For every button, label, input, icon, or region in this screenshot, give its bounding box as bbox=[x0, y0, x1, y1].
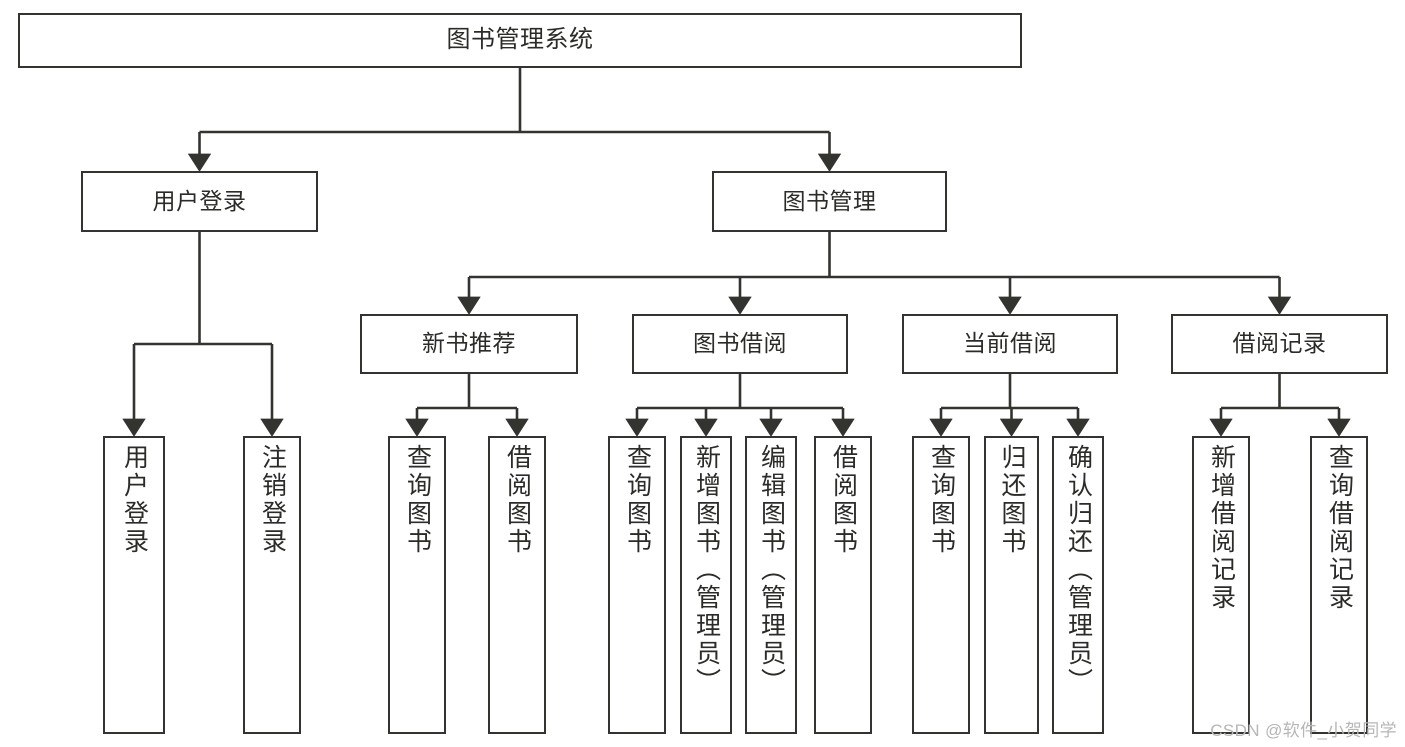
node-leaf-borrow-book-1[interactable]: 借阅图书 bbox=[488, 436, 546, 734]
node-user-login[interactable]: 用户登录 bbox=[81, 171, 318, 232]
node-label: 新书推荐 bbox=[422, 330, 516, 357]
node-leaf-query-borrow-record[interactable]: 查询借阅记录 bbox=[1310, 436, 1368, 734]
node-borrow-record[interactable]: 借阅记录 bbox=[1171, 314, 1388, 374]
node-leaf-add-borrow-record[interactable]: 新增借阅记录 bbox=[1192, 436, 1250, 734]
node-leaf-return-book[interactable]: 归还图书 bbox=[984, 436, 1039, 734]
node-label: 当前借阅 bbox=[963, 330, 1057, 357]
node-leaf-user-login[interactable]: 用户登录 bbox=[103, 436, 165, 734]
connector-lines bbox=[122, 68, 1351, 437]
node-label: 用户登录 bbox=[120, 444, 149, 556]
node-label: 查询图书 bbox=[623, 444, 652, 556]
node-label: 用户登录 bbox=[152, 187, 247, 214]
node-label: 借阅图书 bbox=[829, 444, 858, 556]
node-label: 借阅图书 bbox=[503, 444, 532, 556]
node-label: 图书管理系统 bbox=[446, 26, 594, 54]
node-leaf-query-book-2[interactable]: 查询图书 bbox=[608, 436, 666, 734]
node-label: 查询借阅记录 bbox=[1325, 444, 1354, 612]
node-label: 确认归还（管理员） bbox=[1064, 444, 1093, 696]
node-label: 新增图书（管理员） bbox=[692, 444, 721, 696]
node-leaf-borrow-book-2[interactable]: 借阅图书 bbox=[814, 436, 872, 734]
node-leaf-query-book-3[interactable]: 查询图书 bbox=[912, 436, 970, 734]
node-leaf-confirm-return-admin[interactable]: 确认归还（管理员） bbox=[1052, 436, 1104, 734]
node-label: 查询图书 bbox=[927, 444, 956, 556]
node-label: 归还图书 bbox=[998, 444, 1026, 556]
node-leaf-query-book-1[interactable]: 查询图书 bbox=[388, 436, 446, 734]
node-label: 图书管理 bbox=[782, 187, 877, 214]
node-leaf-logout[interactable]: 注销登录 bbox=[243, 436, 301, 734]
node-book-borrow[interactable]: 图书借阅 bbox=[632, 314, 848, 374]
node-label: 新增借阅记录 bbox=[1207, 444, 1236, 612]
node-book-management[interactable]: 图书管理 bbox=[712, 171, 947, 232]
node-leaf-edit-book-admin[interactable]: 编辑图书（管理员） bbox=[745, 436, 797, 734]
node-label: 借阅记录 bbox=[1232, 330, 1327, 357]
node-label: 查询图书 bbox=[403, 444, 432, 556]
node-label: 编辑图书（管理员） bbox=[757, 444, 786, 696]
node-root[interactable]: 图书管理系统 bbox=[18, 13, 1022, 68]
node-label: 注销登录 bbox=[258, 444, 287, 556]
node-label: 图书借阅 bbox=[693, 330, 787, 357]
node-leaf-add-book-admin[interactable]: 新增图书（管理员） bbox=[680, 436, 732, 734]
node-new-book-recommend[interactable]: 新书推荐 bbox=[360, 314, 578, 374]
node-current-borrow[interactable]: 当前借阅 bbox=[902, 314, 1118, 374]
